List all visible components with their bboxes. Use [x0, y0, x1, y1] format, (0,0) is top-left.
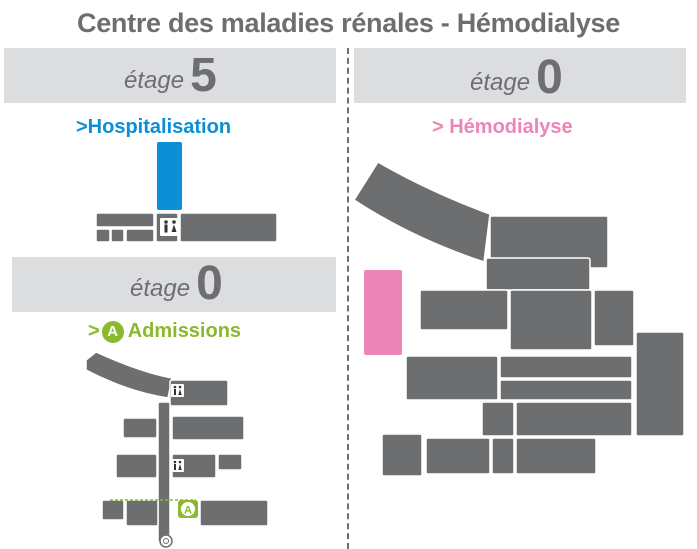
- room: [485, 257, 591, 291]
- room: [169, 379, 229, 407]
- admissions-text: Admissions: [127, 320, 242, 342]
- section-hemodialyse-label: > Hémodialyse: [432, 116, 573, 138]
- restroom-icon: [171, 384, 184, 397]
- hospitalisation-area[interactable]: [157, 142, 182, 210]
- room: [499, 355, 633, 379]
- room: [593, 289, 635, 347]
- plan-floor-5: [95, 212, 278, 243]
- room: [381, 433, 423, 477]
- room: [199, 499, 269, 527]
- admissions-badge-icon: A: [101, 320, 124, 343]
- room: [425, 437, 491, 475]
- room: [419, 289, 509, 331]
- room: [171, 415, 245, 441]
- hemodialyse-area[interactable]: [364, 270, 402, 355]
- floor-band-left-bottom: [12, 257, 336, 312]
- map-title: Centre des maladies rénales - Hémodialys…: [77, 8, 620, 38]
- room: [515, 401, 633, 437]
- room: [122, 417, 158, 439]
- floor-label-left-bottom: étage 0: [130, 257, 223, 310]
- floor-word: étage: [470, 69, 531, 96]
- room: [491, 437, 515, 475]
- wing-curved: [352, 160, 491, 264]
- room: [101, 499, 125, 521]
- room: [115, 453, 158, 479]
- corridor-curved: [85, 351, 173, 399]
- admissions-prefix: >: [88, 320, 100, 342]
- room: [515, 437, 597, 475]
- room: [110, 228, 125, 243]
- room: [499, 379, 633, 401]
- room: [635, 331, 685, 437]
- floor-band-left-top: [4, 48, 336, 103]
- restroom-icon: [171, 459, 184, 472]
- floor-label-left-top: étage 5: [124, 49, 217, 102]
- room: [179, 212, 278, 243]
- plan-floor-0-admissions: [85, 351, 269, 543]
- room: [125, 499, 159, 527]
- admissions-marker-icon[interactable]: A: [178, 500, 198, 518]
- room: [481, 401, 515, 437]
- corridor-vertical: [157, 401, 171, 543]
- floor-word: étage: [124, 67, 185, 94]
- floor-band-right: [354, 48, 686, 103]
- section-hospitalisation-label: >Hospitalisation: [76, 116, 232, 138]
- plan-floor-0-hemodialyse: [352, 160, 685, 477]
- section-admissions-label: > A Admissions: [88, 320, 241, 343]
- room: [509, 289, 593, 351]
- room: [95, 228, 111, 243]
- entrance-icon: [159, 534, 173, 548]
- restroom-icon: [160, 218, 180, 236]
- floor-word: étage: [130, 275, 191, 302]
- floor-label-right: étage 0: [470, 51, 563, 104]
- room: [95, 212, 155, 228]
- section-divider: [347, 48, 349, 549]
- floor-number: 5: [190, 49, 217, 102]
- room: [217, 453, 243, 471]
- room: [125, 228, 155, 243]
- floor-number: 0: [536, 51, 563, 104]
- room: [405, 355, 499, 401]
- svg-text:A: A: [184, 505, 192, 517]
- floor-number: 0: [196, 257, 223, 310]
